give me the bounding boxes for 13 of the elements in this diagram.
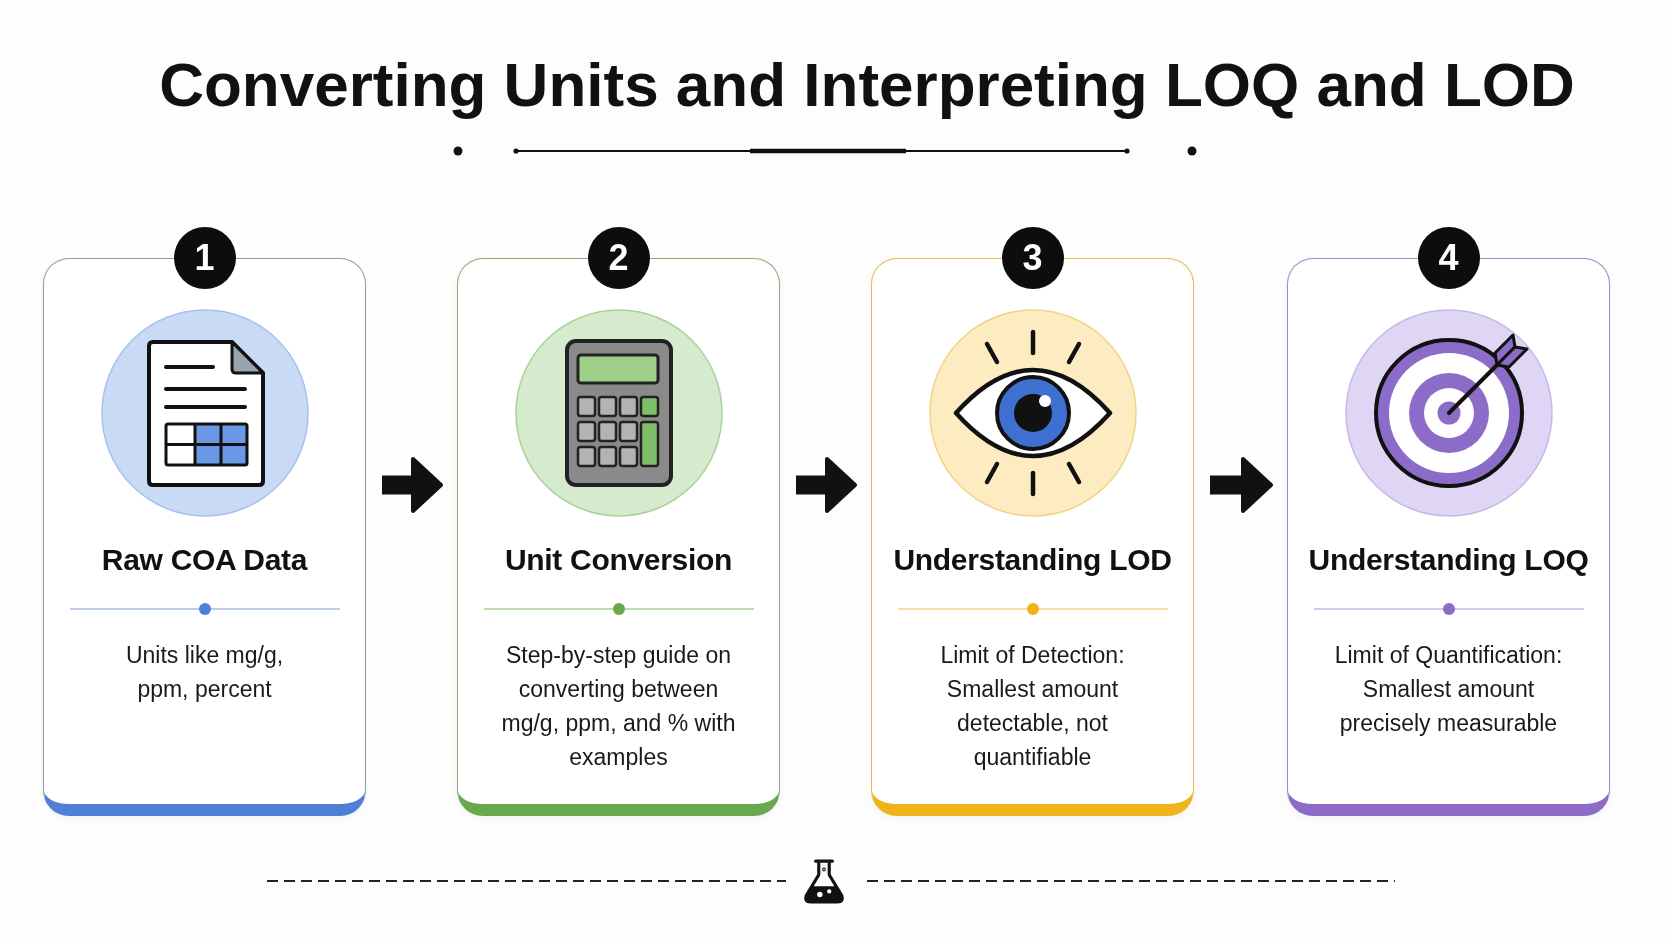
title: Converting Units and Interpreting LOQ and LOD xyxy=(158,52,1576,118)
step-description: Limit of Detection: Smallest amount detectable, not quantifiable xyxy=(939,641,1126,772)
step-number-badge: 4 xyxy=(1417,227,1480,289)
step-description: Limit of Quantification: Smallest amount precisely measurable xyxy=(1333,641,1564,738)
step-description: Step-by-step guide on converting between mg/g, ppm, and % with examples xyxy=(500,641,737,772)
step-title: Raw COA Data xyxy=(101,542,308,578)
step-number-badge: 3 xyxy=(1001,227,1064,289)
step-description: Units like mg/g, ppm, percent xyxy=(124,641,285,704)
step-title: Understanding LOQ xyxy=(1308,542,1589,578)
step-number-badge: 2 xyxy=(587,227,650,289)
step-title: Unit Conversion xyxy=(504,542,733,578)
step-title: Understanding LOD xyxy=(893,542,1172,578)
step-number-badge: 1 xyxy=(173,227,236,289)
